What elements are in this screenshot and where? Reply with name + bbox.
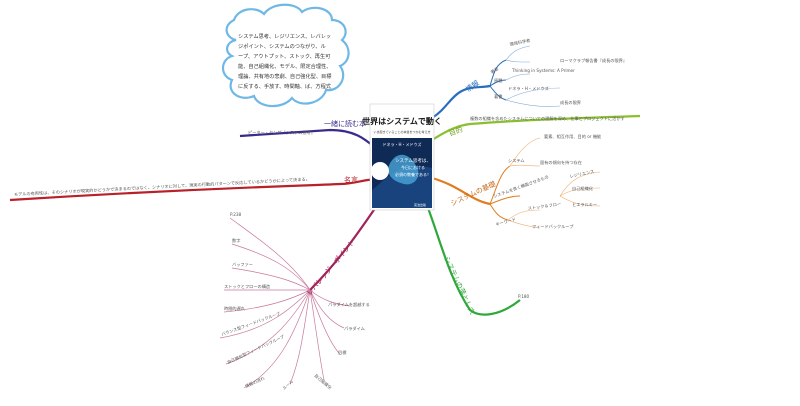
info-leaf-scientist: 環境科学者 [509, 37, 531, 48]
cover-bubble-3: 必須の教養である！ [395, 171, 431, 177]
leverage-leaf-13: パラダイムを超越する [328, 301, 370, 308]
branch-basics[interactable] [431, 137, 601, 229]
info-child-title: 原題 [494, 78, 503, 84]
branch-related[interactable] [239, 128, 379, 151]
cloud-line-1: システム思考、レジリエンス、レバレッ [238, 33, 331, 40]
leverage-leaf-3: バッファー [232, 262, 253, 268]
leverage-leaf-4: ストックとフローの構造 [224, 283, 271, 290]
basics-leaf-hierarchy: ヒエラルキー [572, 202, 597, 208]
book-publisher: 英治出版 [414, 202, 426, 207]
info-child-author: 著者 [489, 65, 500, 76]
leverage-leaf-11: 目標 [338, 349, 347, 356]
basics-leaf-tendency: 固有の傾向を持つ存在 [540, 159, 582, 166]
branch-quote[interactable] [9, 178, 379, 202]
cloud-line-3: ープ、アウトプット、ストック、再生可 [238, 52, 330, 60]
leverage-leaf-8: 情報の流れ [244, 374, 267, 390]
branch-info-label: 情報 [464, 78, 481, 93]
branch-purpose[interactable] [431, 114, 641, 141]
basics-leaf-stockflow: ストック＆フロー [527, 201, 561, 212]
basics-leaf-feedback: フィードバックループ [532, 224, 574, 230]
basics-child-keyword: キーワード [495, 217, 517, 227]
book-subtitle: いま起きていることの本質をつかむ考え方 [374, 129, 431, 134]
cloud-line-4: 能、自己組織化、モデル、限定合理性、 [238, 62, 331, 70]
leverage-leaf-1: P.238 [230, 212, 242, 217]
cloud-line-5: 理論、共有地の悲劇、自己強化型、目標 [238, 72, 332, 80]
cloud-line-2: ジポイント、システムのつながり、ル [238, 42, 326, 50]
cover-bubble-1: システム思考は、 [395, 158, 431, 164]
leverage-leaf-12: パラダイム [344, 325, 365, 332]
branch-quote-label: 名言 [344, 175, 358, 184]
leverage-leaf-7: 自己強化型フィードバックループ [226, 333, 286, 366]
branch-leverage-label: レバレッジ・ポイント [305, 239, 356, 298]
keyword-cloud: システム思考、レジリエンス、レバレッ ジポイント、システムのつながり、ル ープ、… [221, 3, 350, 108]
branch-leverage[interactable] [219, 203, 379, 389]
branch-related-label: 一緒に読む本 [324, 119, 366, 128]
book-title: 世界はシステムで動く [362, 116, 442, 126]
leverage-leaf-5: 時間的遅れ [224, 305, 246, 312]
rigid-leaf-page: P.180 [518, 294, 530, 299]
basics-child-system: システム [508, 158, 525, 164]
info-child-books: 著書 [494, 93, 502, 100]
branch-rigid-label: システムの落とし穴 [442, 255, 477, 316]
info-leaf-limits: 成長の限界 [560, 99, 582, 106]
info-leaf-author-name: ドネラ・H・メドウズ [508, 85, 549, 92]
info-leaf-original-title: Thinking in Systems: A Primer [511, 68, 575, 73]
cover-bubble-2: 今日における [401, 164, 425, 170]
info-leaf-report: ローマクラブ報告書『成長の限界』 [560, 57, 627, 64]
leverage-leaf-2: 数字 [232, 237, 240, 244]
branch-info[interactable] [431, 45, 561, 119]
book-author: ドネラ・H・メドウズ [382, 141, 421, 147]
cloud-shape [221, 3, 350, 108]
cloud-line-6: に反する、手放す、時間軸、ば、方程式 [238, 82, 332, 90]
branch-rigid[interactable] [426, 207, 521, 316]
basics-leaf-self-org: 自己組織化 [572, 185, 594, 192]
basics-leaf-resilience: レジリエンス [569, 169, 595, 179]
book-cover[interactable]: 世界はシステムで動く いま起きていることの本質をつかむ考え方 ドネラ・H・メドウ… [362, 103, 442, 211]
purpose-text: 複数の組織を含めたシステムについての理解を深め、仕事とプロジェクトに活かす [470, 115, 625, 122]
branch-purpose-label: 目的 [448, 125, 464, 138]
related-leaf-senge: ピーター・センゲ『システム思考』 [248, 129, 315, 136]
basics-leaf-elements: 要素、相互作用、目的 or 機能 [544, 133, 602, 140]
leverage-leaf-9: ルール [281, 379, 294, 391]
leverage-leaf-6: バランス型フィードバックループ [220, 310, 282, 338]
